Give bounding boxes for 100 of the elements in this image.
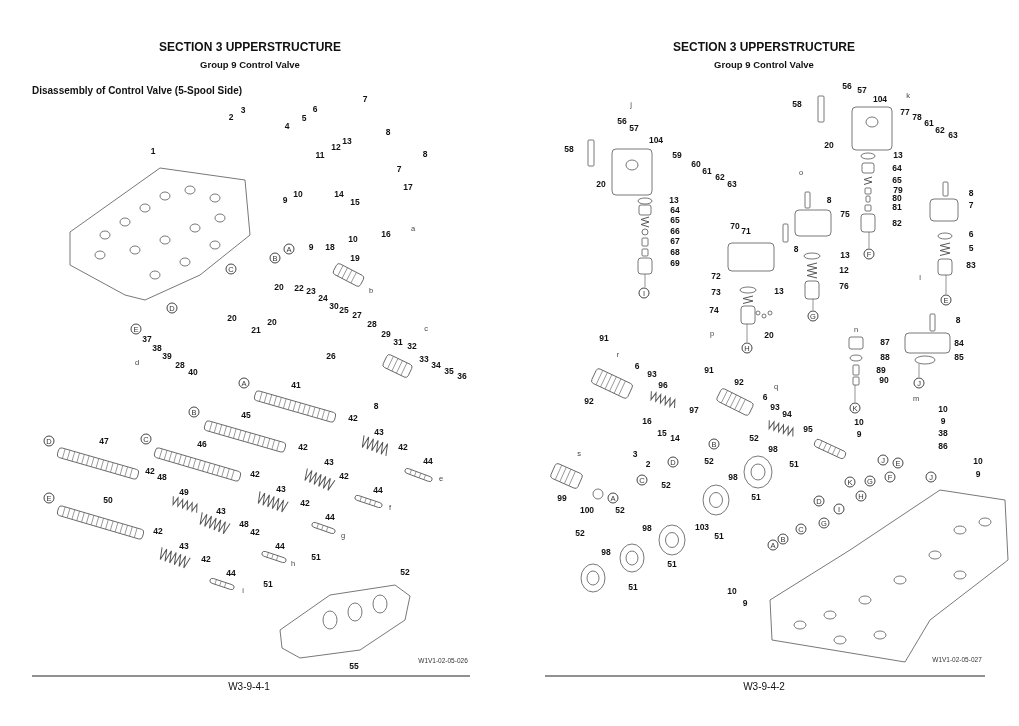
callout-number: 60 xyxy=(691,160,701,170)
callout-number: 8 xyxy=(385,128,391,138)
callout-number: 15 xyxy=(657,429,667,439)
callout-number: 16 xyxy=(642,417,652,427)
callout-number: 9 xyxy=(856,430,862,440)
callout-number: 10 xyxy=(348,235,358,245)
callout-number: 18 xyxy=(325,243,335,253)
callout-number: 17 xyxy=(403,183,413,193)
callout-number: 34 xyxy=(431,361,441,371)
callout-number: 99 xyxy=(557,494,567,504)
callout-number: 20 xyxy=(274,283,284,293)
callout-number: 43 xyxy=(324,458,334,468)
callout-number: 9 xyxy=(308,243,314,253)
callout-number: 51 xyxy=(751,493,761,503)
callout-number: 21 xyxy=(251,326,261,336)
callout-number: 1 xyxy=(150,147,156,157)
callout-number: 44 xyxy=(226,569,236,579)
callout-number: 67 xyxy=(670,237,680,247)
callout-number: 5 xyxy=(301,114,307,124)
callout-number: 8 xyxy=(793,245,799,255)
callout-number: 36 xyxy=(457,372,467,382)
callout-number: 13 xyxy=(893,151,903,161)
page-number: W3-9-4-2 xyxy=(743,680,785,692)
callout-number: 57 xyxy=(857,86,867,96)
callout-number: 68 xyxy=(670,248,680,258)
callout-number: 28 xyxy=(175,361,185,371)
callout-number: 87 xyxy=(880,338,890,348)
callout-number: 38 xyxy=(938,429,948,439)
callout-number: 2 xyxy=(228,113,234,123)
callout-number: 51 xyxy=(311,553,321,563)
callout-number: 15 xyxy=(350,198,360,208)
callout-number: 92 xyxy=(734,378,744,388)
callout-number: 43 xyxy=(216,507,226,517)
callout-number: 51 xyxy=(789,460,799,470)
callout-number: 13 xyxy=(669,196,679,206)
callout-number: 8 xyxy=(955,316,961,326)
callout-number: 93 xyxy=(647,370,657,380)
callout-number: 38 xyxy=(152,344,162,354)
callout-number: 84 xyxy=(954,339,964,349)
callout-number: 24 xyxy=(318,294,328,304)
callout-number: 52 xyxy=(749,434,759,444)
callout-number: 51 xyxy=(667,560,677,570)
callout-number: 62 xyxy=(715,173,725,183)
callout-number: 69 xyxy=(670,259,680,269)
callout-number: 95 xyxy=(803,425,813,435)
callout-number: 51 xyxy=(628,583,638,593)
callout-number: 55 xyxy=(349,662,359,672)
callout-number: 89 xyxy=(876,366,886,376)
callout-number: 41 xyxy=(291,381,301,391)
callout-number: 44 xyxy=(275,542,285,552)
callout-number: 61 xyxy=(924,119,934,129)
callout-number: 26 xyxy=(326,352,336,362)
callout-number: 30 xyxy=(329,302,339,312)
callout-number: 43 xyxy=(374,428,384,438)
callout-number: 4 xyxy=(284,122,290,132)
callout-number: 35 xyxy=(444,367,454,377)
callout-number: 52 xyxy=(661,481,671,491)
callout-number: 44 xyxy=(373,486,383,496)
callout-number: 74 xyxy=(709,306,719,316)
callout-number: 42 xyxy=(339,472,349,482)
callout-number: 20 xyxy=(824,141,834,151)
callout-number: 82 xyxy=(892,219,902,229)
callout-number: 48 xyxy=(157,473,167,483)
callout-number: 103 xyxy=(694,523,710,533)
callout-number: 94 xyxy=(782,410,792,420)
callout-number: 71 xyxy=(741,227,751,237)
callout-number: 66 xyxy=(670,227,680,237)
section-subtitle: Group 9 Control Valve xyxy=(714,59,814,71)
callout-number: 6 xyxy=(762,393,768,403)
callout-number: 78 xyxy=(912,113,922,123)
callout-number: 62 xyxy=(935,126,945,136)
callout-number: 92 xyxy=(584,397,594,407)
callout-number: 27 xyxy=(352,311,362,321)
callout-number: 65 xyxy=(670,216,680,226)
callout-number: 10 xyxy=(973,457,983,467)
callout-number: 91 xyxy=(704,366,714,376)
page-number: W3-9-4-1 xyxy=(228,680,270,692)
callout-number: 42 xyxy=(201,555,211,565)
callout-number: 42 xyxy=(250,528,260,538)
callout-number: 13 xyxy=(840,251,850,261)
callout-number: 52 xyxy=(704,457,714,467)
callout-number: 10 xyxy=(938,405,948,415)
callout-number: 63 xyxy=(727,180,737,190)
callout-number: 52 xyxy=(615,506,625,516)
callout-number: 90 xyxy=(879,376,889,386)
callout-number: 44 xyxy=(325,513,335,523)
callout-number: 40 xyxy=(188,368,198,378)
callout-number: 61 xyxy=(702,167,712,177)
page-header: SECTION 3 UPPERSTRUCTURE xyxy=(673,41,855,55)
callout-number: 20 xyxy=(267,318,277,328)
callout-number: 63 xyxy=(948,131,958,141)
callout-number: 7 xyxy=(396,165,402,175)
callout-number: 77 xyxy=(900,108,910,118)
callout-number: 13 xyxy=(342,137,352,147)
callout-number: 104 xyxy=(872,95,888,105)
callout-number: 20 xyxy=(227,314,237,324)
callout-number: 76 xyxy=(839,282,849,292)
callout-number: 6 xyxy=(634,362,640,372)
callout-number: 45 xyxy=(241,411,251,421)
callout-number: 93 xyxy=(770,403,780,413)
